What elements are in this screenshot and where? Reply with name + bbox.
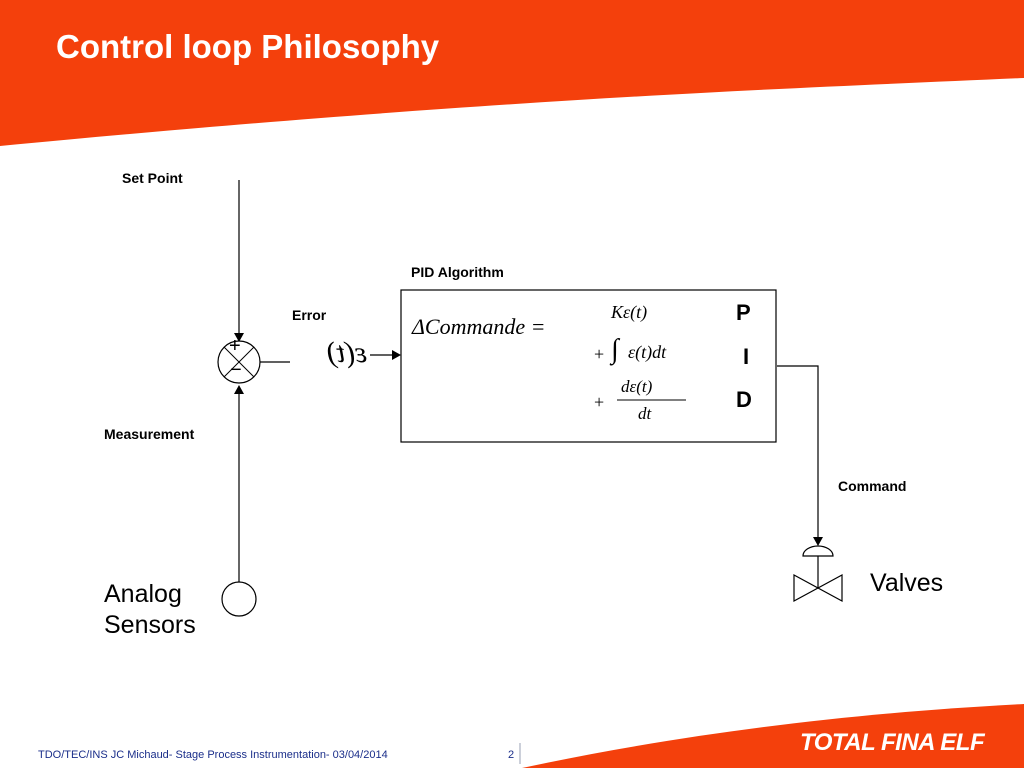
formula-lhs: ΔCommande = bbox=[412, 314, 546, 339]
pid-box bbox=[400, 289, 777, 443]
header-band bbox=[0, 0, 1024, 146]
pid-letter-d: D bbox=[736, 387, 752, 412]
measurement-arrowhead bbox=[234, 385, 244, 394]
formula-integral-term: ε(t)dt bbox=[628, 342, 667, 362]
command-arrowhead bbox=[813, 537, 823, 546]
formula-integral-plus: + bbox=[594, 344, 605, 364]
company-logo: TOTAL FINA ELF bbox=[800, 729, 985, 756]
summing-junction-cross-b bbox=[223, 346, 255, 378]
error-label: Error bbox=[292, 307, 327, 323]
command-line bbox=[777, 365, 819, 540]
formula-integral-sign: ∫ bbox=[611, 334, 619, 365]
summer-plus-sign: + bbox=[229, 335, 241, 357]
formula-derivative-plus: + bbox=[594, 392, 605, 412]
measurement-label: Measurement bbox=[104, 426, 195, 442]
valve-body bbox=[793, 573, 843, 603]
command-label: Command bbox=[838, 478, 907, 494]
formula-derivative-numerator: dε(t) bbox=[621, 377, 653, 396]
valves-label: Valves bbox=[870, 569, 944, 597]
formula-derivative-denominator: dt bbox=[638, 404, 652, 423]
setpoint-arrowhead bbox=[234, 333, 244, 342]
pid-letter-i: I bbox=[743, 344, 750, 369]
analog-sensor bbox=[221, 581, 257, 617]
valve-actuator bbox=[802, 545, 834, 557]
summer-minus-sign: − bbox=[230, 359, 242, 381]
error-symbol: ε(t) bbox=[326, 336, 367, 369]
footer-band bbox=[522, 704, 1024, 768]
pid-algorithm-label: PID Algorithm bbox=[411, 264, 504, 280]
set-point-label: Set Point bbox=[122, 170, 183, 186]
page-number: 2 bbox=[508, 749, 515, 761]
slide-title: Control loop Philosophy bbox=[56, 28, 440, 65]
footer-text: TDO/TEC/INS JC Michaud- Stage Process In… bbox=[38, 749, 388, 761]
formula-proportional-term: Kε(t) bbox=[611, 302, 648, 322]
sensors-label-line2: Sensors bbox=[104, 611, 196, 639]
pid-letter-p: P bbox=[736, 300, 751, 325]
sensors-label-line1: Analog bbox=[104, 580, 182, 608]
error-arrowhead bbox=[392, 350, 401, 360]
